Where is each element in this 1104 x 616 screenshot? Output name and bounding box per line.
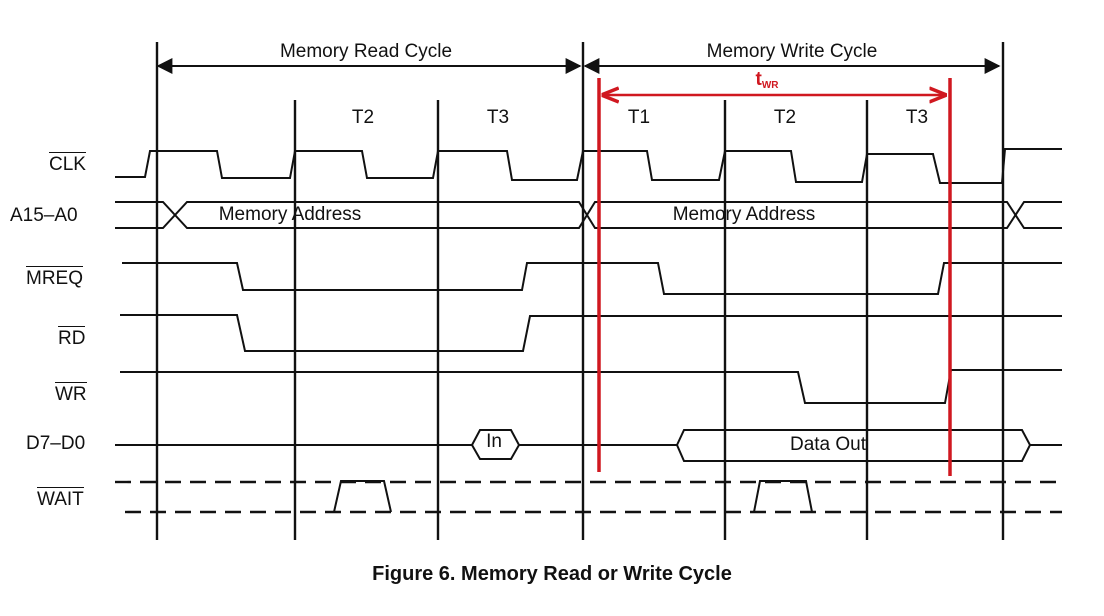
write-t3-label: T3 bbox=[905, 107, 929, 128]
signal-label-wait: WAIT bbox=[37, 487, 84, 510]
address-bus-waveform bbox=[115, 201, 1062, 229]
signal-label-data: D7–D0 bbox=[26, 433, 86, 454]
clk-waveform bbox=[115, 148, 1062, 184]
read-t3-label: T3 bbox=[486, 107, 510, 128]
state-boundaries bbox=[155, 42, 1005, 540]
address-write-label: Memory Address bbox=[672, 204, 816, 225]
data-out-label: Data Out bbox=[789, 434, 867, 455]
address-read-label: Memory Address bbox=[218, 204, 362, 225]
twr-label: tWR bbox=[755, 69, 779, 91]
data-in-label: In bbox=[486, 431, 502, 452]
rd-waveform bbox=[120, 314, 1062, 352]
write-t2-label: T2 bbox=[773, 107, 797, 128]
read-t2-label: T2 bbox=[351, 107, 375, 128]
wait-waveform bbox=[115, 480, 1062, 514]
signal-label-wr: WR bbox=[55, 382, 87, 405]
figure-caption: Figure 6. Memory Read or Write Cycle bbox=[372, 563, 732, 585]
twr-highlight bbox=[597, 78, 952, 476]
mreq-waveform bbox=[122, 262, 1062, 295]
wr-waveform bbox=[120, 369, 1062, 404]
data-bus-waveform bbox=[115, 429, 1062, 462]
signal-label-clk: CLK bbox=[49, 152, 86, 175]
read-cycle-label: Memory Read Cycle bbox=[279, 41, 453, 62]
write-cycle-label: Memory Write Cycle bbox=[706, 41, 878, 62]
signal-label-address: A15–A0 bbox=[10, 205, 78, 226]
write-t1-label: T1 bbox=[627, 107, 651, 128]
signal-label-rd: RD bbox=[58, 326, 86, 349]
signal-label-mreq: MREQ bbox=[26, 266, 83, 289]
